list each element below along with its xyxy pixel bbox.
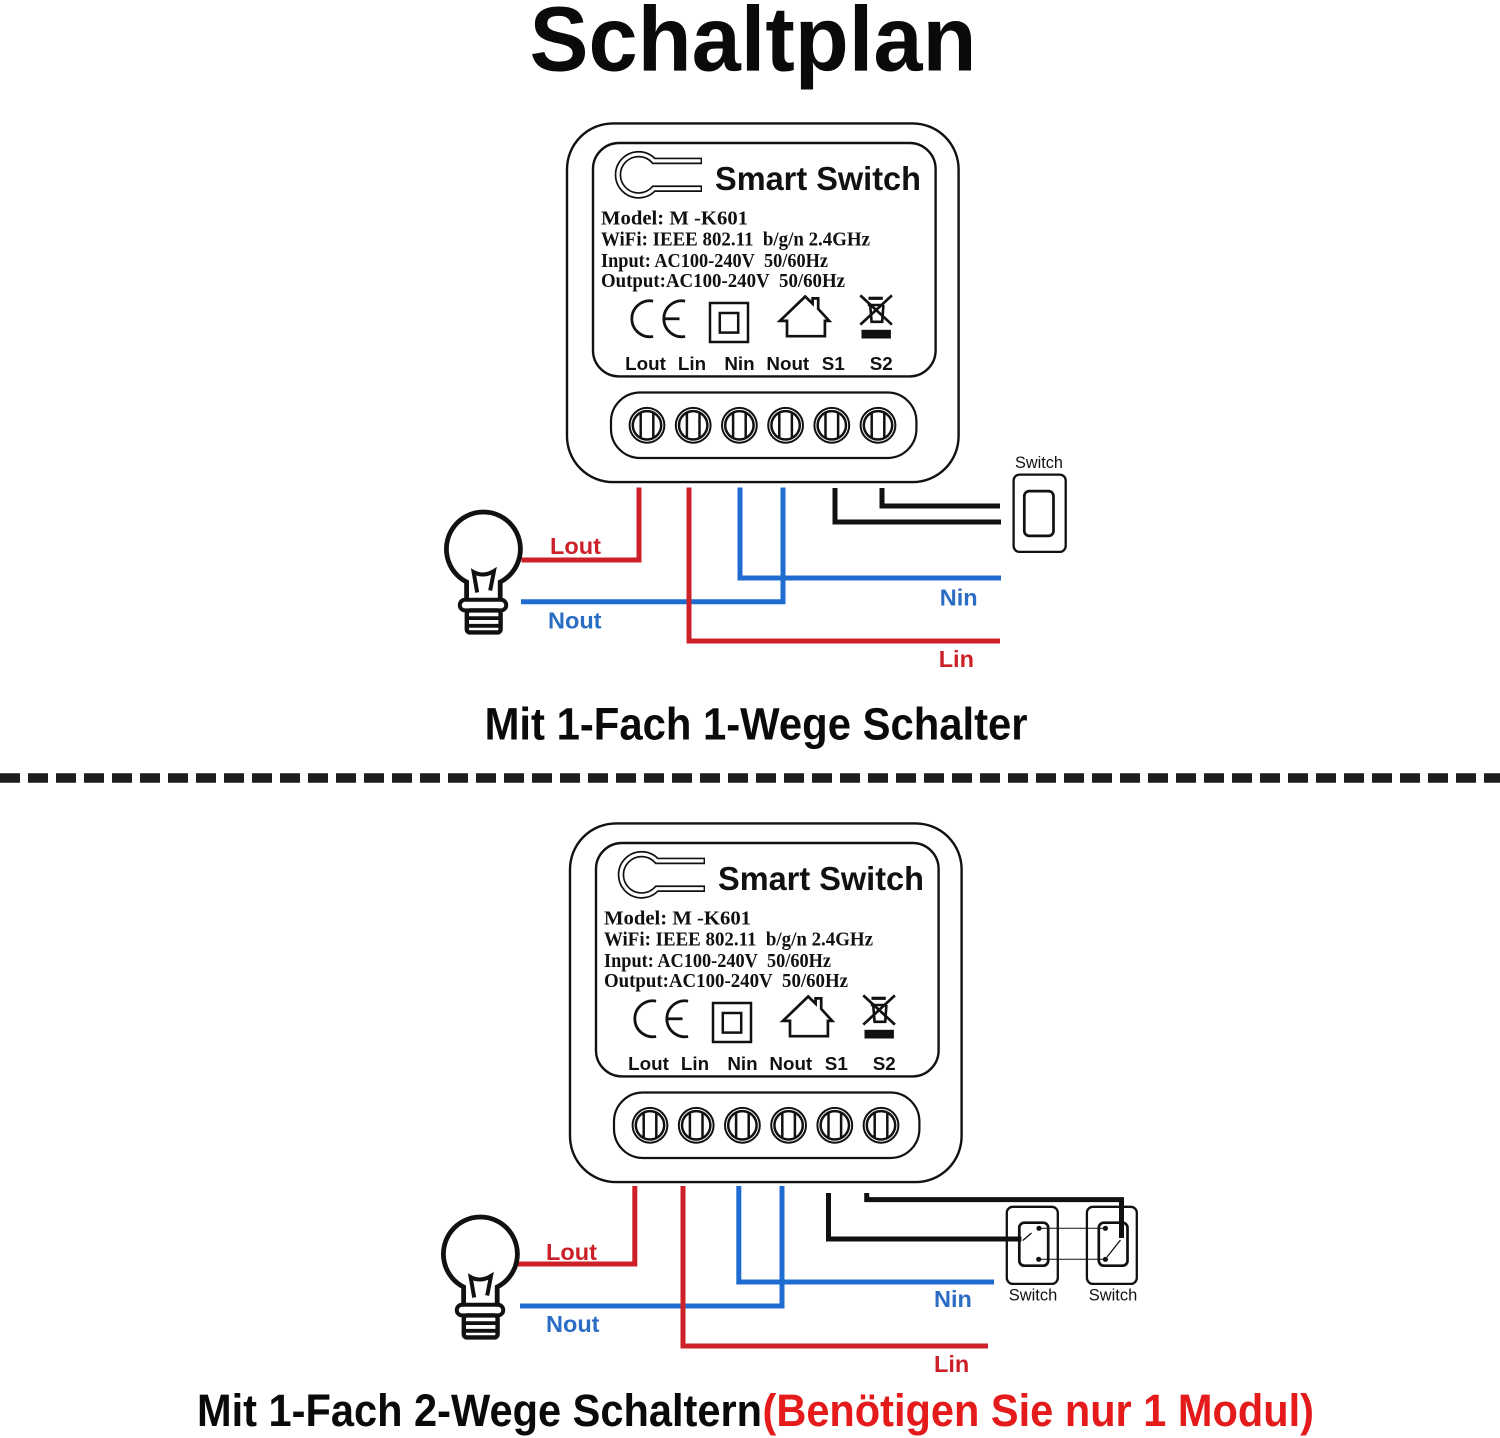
svg-text:Schaltplan: Schaltplan [530, 0, 977, 91]
svg-text:Mit 1-Fach 2-Wege Schaltern: Mit 1-Fach 2-Wege Schaltern [197, 1385, 762, 1436]
svg-text:(Benötigen Sie nur 1 Modul): (Benötigen Sie nur 1 Modul) [763, 1385, 1315, 1436]
svg-text:Switch: Switch [1089, 1287, 1138, 1305]
svg-text:Switch: Switch [1009, 1287, 1058, 1305]
svg-text:Lin: Lin [934, 1351, 969, 1377]
svg-text:Mit 1-Fach 1-Wege Schalter: Mit 1-Fach 1-Wege Schalter [485, 699, 1028, 750]
svg-text:Lout: Lout [550, 533, 601, 559]
svg-text:Nout: Nout [548, 607, 602, 633]
svg-text:Switch: Switch [1015, 454, 1063, 472]
svg-text:Lin: Lin [939, 646, 974, 672]
svg-text:Nin: Nin [934, 1286, 972, 1312]
svg-text:Nout: Nout [546, 1311, 600, 1337]
svg-text:Lout: Lout [546, 1239, 597, 1265]
svg-text:Nin: Nin [940, 585, 978, 611]
